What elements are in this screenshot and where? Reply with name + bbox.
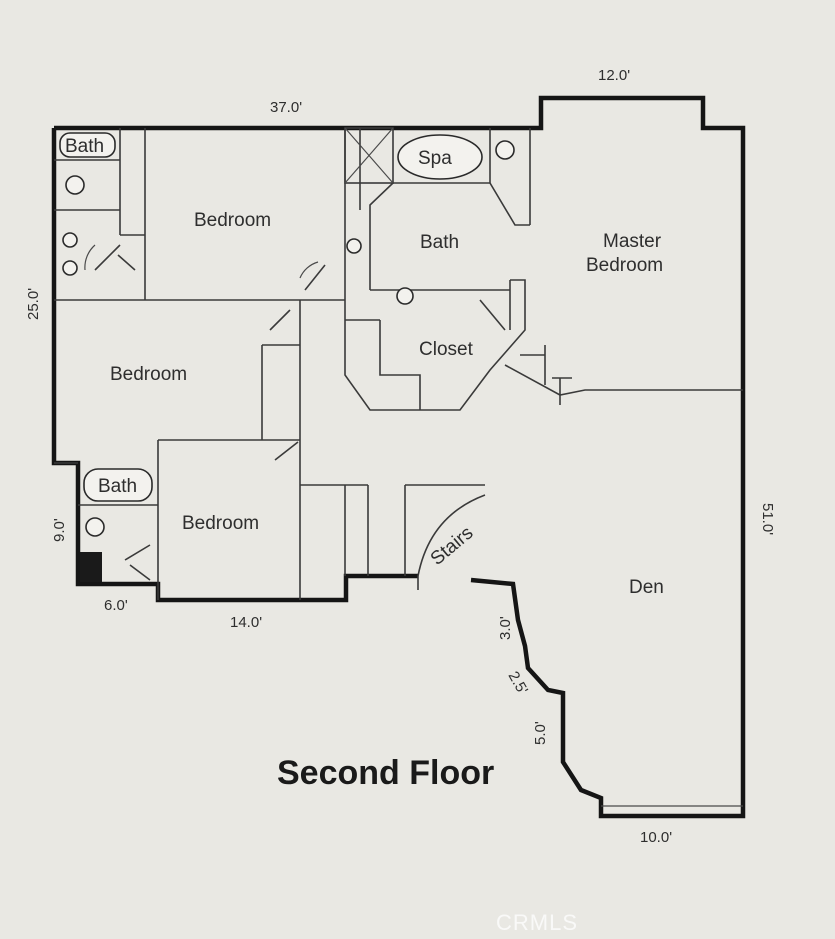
room-label-master-line2: Bedroom [586, 255, 663, 276]
sink-upper-left-a [62, 232, 78, 248]
tub-upper-left [59, 132, 116, 158]
room-label-spa: Spa [418, 148, 452, 169]
sink-master-a [346, 238, 362, 254]
plan-title: Second Floor [277, 754, 494, 792]
sink-upper-left-b [62, 260, 78, 276]
dim-den-bottom: 10.0' [640, 829, 672, 846]
dim-bath-height: 9.0' [51, 518, 68, 542]
dim-left-height: 25.0' [25, 288, 42, 320]
dim-master-width: 12.0' [598, 67, 630, 84]
room-label-den: Den [629, 577, 664, 598]
toilet-lower-left [85, 517, 105, 537]
fixtures [59, 132, 515, 537]
dim-bedroom-width: 14.0' [230, 614, 262, 631]
spa-tub [397, 134, 483, 180]
sink-block [80, 552, 102, 582]
tub-lower-left [83, 468, 153, 502]
room-label-bedroom-middle: Bedroom [110, 364, 187, 385]
dim-bay-side: 5.0' [532, 721, 549, 745]
room-label-bedroom-top: Bedroom [194, 210, 271, 231]
interior-walls [54, 127, 743, 807]
door-swings [84, 244, 572, 581]
toilet-master [495, 140, 515, 160]
room-label-bath-master: Bath [420, 232, 459, 253]
watermark: CRMLS [496, 910, 578, 935]
toilet-upper-left [65, 175, 85, 195]
sink-master-b [396, 287, 414, 305]
exterior-wall [54, 95, 746, 819]
room-label-bath-upper: Bath [65, 136, 104, 157]
dim-top-width: 37.0' [270, 99, 302, 116]
dim-bath-width: 6.0' [104, 597, 128, 614]
room-label-bedroom-lower: Bedroom [182, 513, 259, 534]
dim-right-height: 51.0' [759, 503, 776, 535]
room-label-closet: Closet [419, 339, 474, 360]
dim-bay-top: 3.0' [497, 616, 514, 640]
room-label-bath-lower: Bath [98, 476, 137, 497]
room-label-master-line1: Master [603, 231, 662, 252]
